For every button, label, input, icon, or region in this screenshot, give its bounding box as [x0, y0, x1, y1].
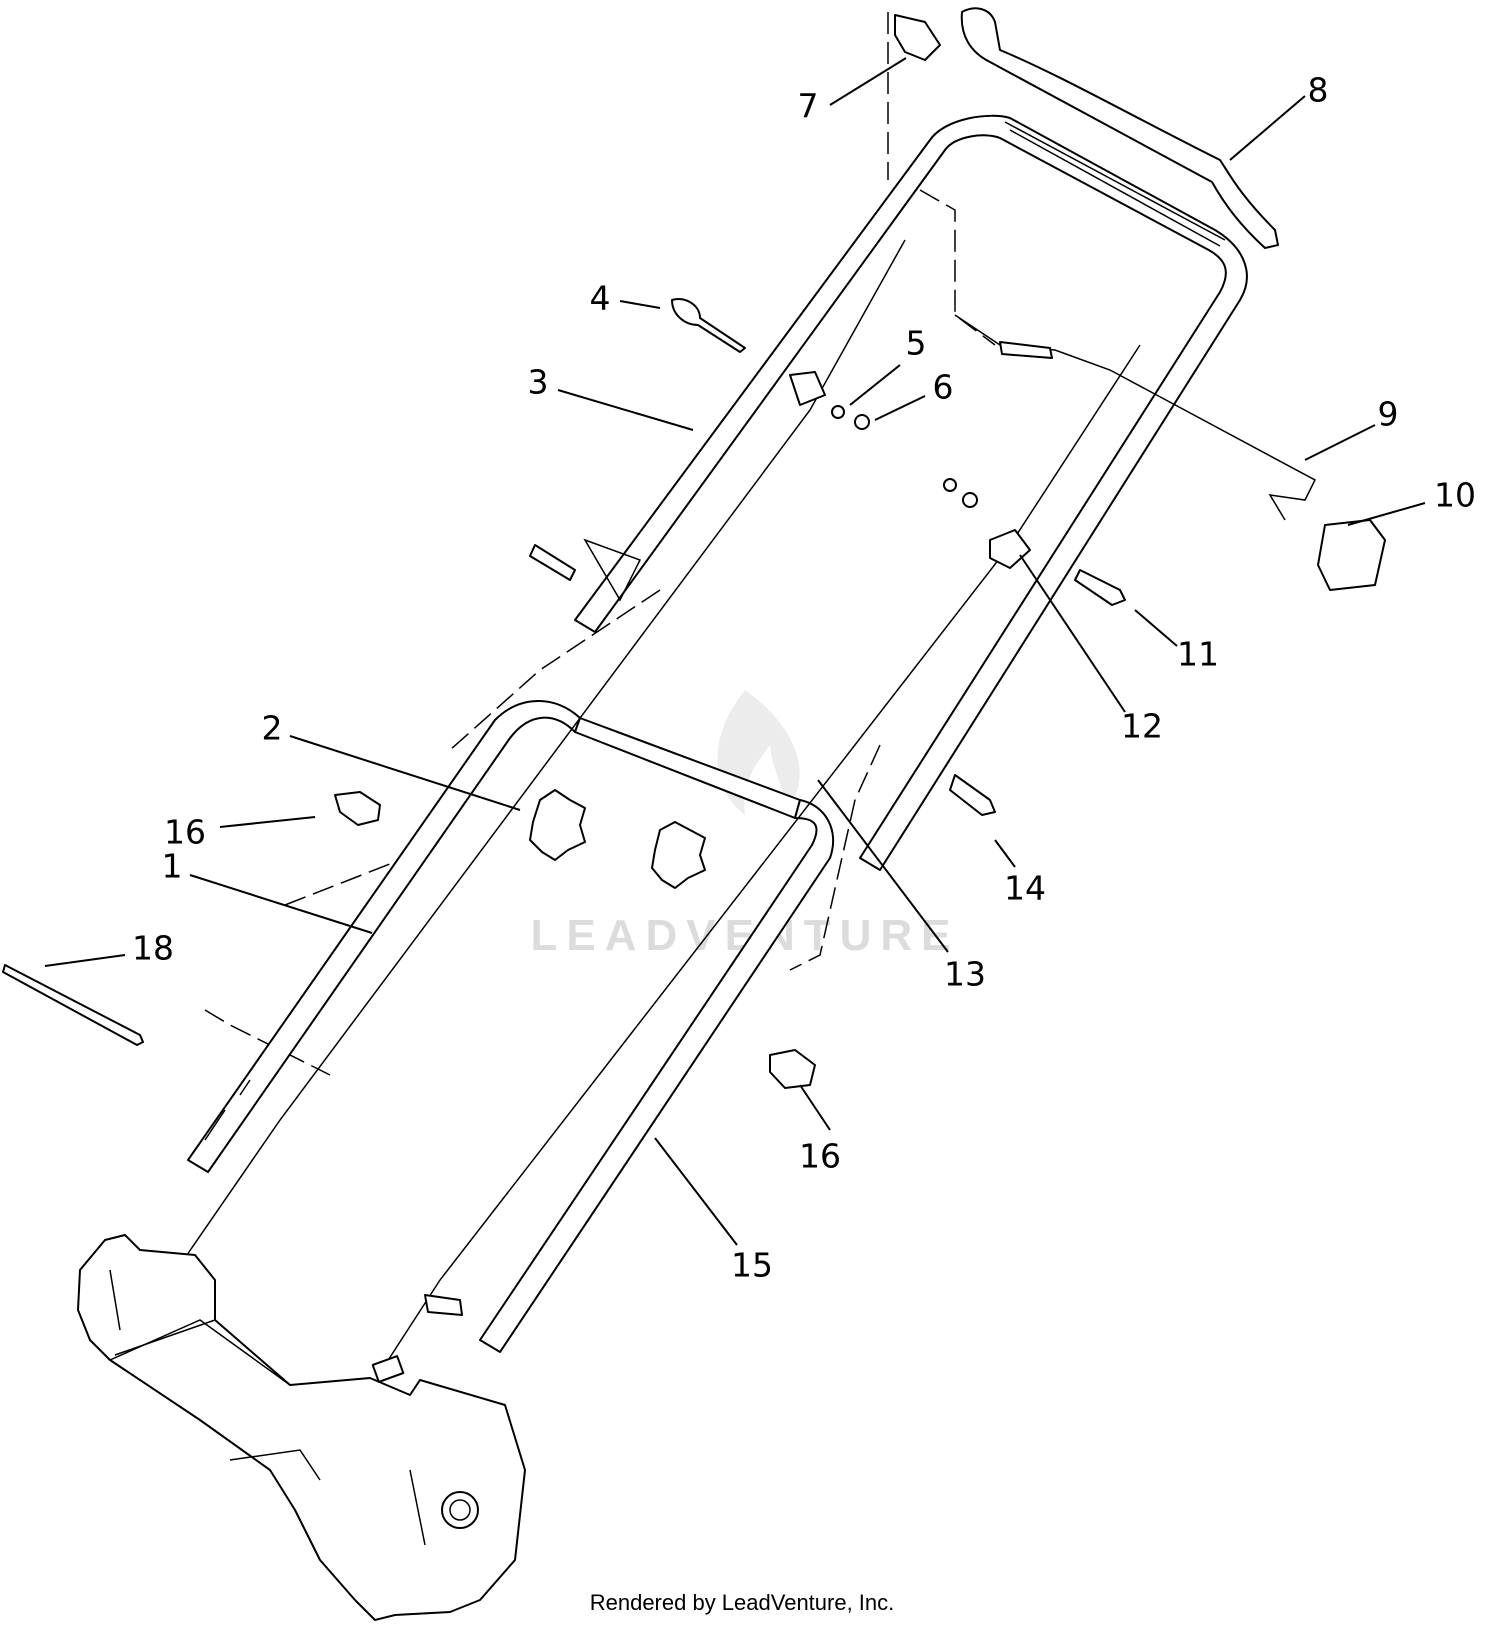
- leader-line-7: [829, 57, 907, 106]
- handle-cap-left: [334, 791, 381, 826]
- callout-16: 16: [164, 813, 206, 852]
- callout-9: 9: [1378, 395, 1399, 434]
- callout-13: 13: [944, 955, 986, 994]
- star-knob-lower: [651, 821, 706, 889]
- leader-line-15: [654, 1137, 738, 1246]
- callout-8: 8: [1308, 71, 1329, 110]
- callout-14: 14: [1004, 869, 1046, 908]
- cable-clamp-right: [989, 529, 1031, 569]
- callout-5: 5: [906, 324, 927, 363]
- leader-line-4: [619, 300, 661, 309]
- callout-2: 2: [262, 709, 283, 748]
- assembly-guide-lines: [204, 12, 996, 1076]
- upper-handle: [574, 114, 1248, 871]
- leader-line-3: [557, 389, 694, 431]
- callout-16: 16: [799, 1137, 841, 1176]
- washer: [831, 405, 845, 419]
- leader-line-13: [817, 779, 949, 953]
- bail-bar: [960, 7, 1279, 249]
- nut-right: [962, 492, 978, 508]
- bolts: [529, 544, 1126, 816]
- washer-right: [943, 478, 957, 492]
- shift-knob: [1317, 519, 1386, 591]
- lower-handle: [187, 700, 835, 1353]
- leader-line-18: [44, 954, 126, 967]
- callout-10: 10: [1434, 476, 1476, 515]
- callout-11: 11: [1177, 635, 1219, 674]
- handle-cap-right: [769, 1049, 816, 1089]
- leader-line-9: [1304, 424, 1376, 461]
- leader-line-2: [289, 735, 521, 811]
- rod-grip: [999, 341, 1053, 359]
- cable-pin: [671, 298, 746, 353]
- leader-line-16: [219, 816, 316, 828]
- leader-line-6: [874, 395, 926, 421]
- callout-1: 1: [162, 847, 183, 886]
- leader-line-16: [799, 1084, 831, 1131]
- callout-3: 3: [528, 363, 549, 402]
- cable-clamp-left: [789, 371, 826, 406]
- adjuster-rod: [2, 964, 144, 1046]
- leader-line-5: [849, 364, 901, 406]
- deck-housing: [77, 1234, 526, 1621]
- render-credit: Rendered by LeadVenture, Inc.: [590, 1590, 895, 1615]
- callout-6: 6: [933, 368, 954, 407]
- callout-7: 7: [798, 87, 819, 126]
- leader-line-8: [1229, 95, 1306, 161]
- leader-line-11: [1134, 609, 1178, 647]
- callout-18: 18: [132, 929, 174, 968]
- callout-15: 15: [731, 1246, 773, 1285]
- control-cables: [179, 239, 1141, 1366]
- cable-guide: [894, 14, 941, 61]
- callout-12: 12: [1121, 707, 1163, 746]
- callout-4: 4: [590, 279, 611, 318]
- star-knob: [529, 789, 586, 861]
- leader-line-1: [189, 874, 373, 934]
- nut: [854, 414, 870, 430]
- leader-line-10: [1347, 502, 1426, 526]
- leader-line-12: [1019, 554, 1126, 713]
- leader-line-14: [994, 839, 1016, 868]
